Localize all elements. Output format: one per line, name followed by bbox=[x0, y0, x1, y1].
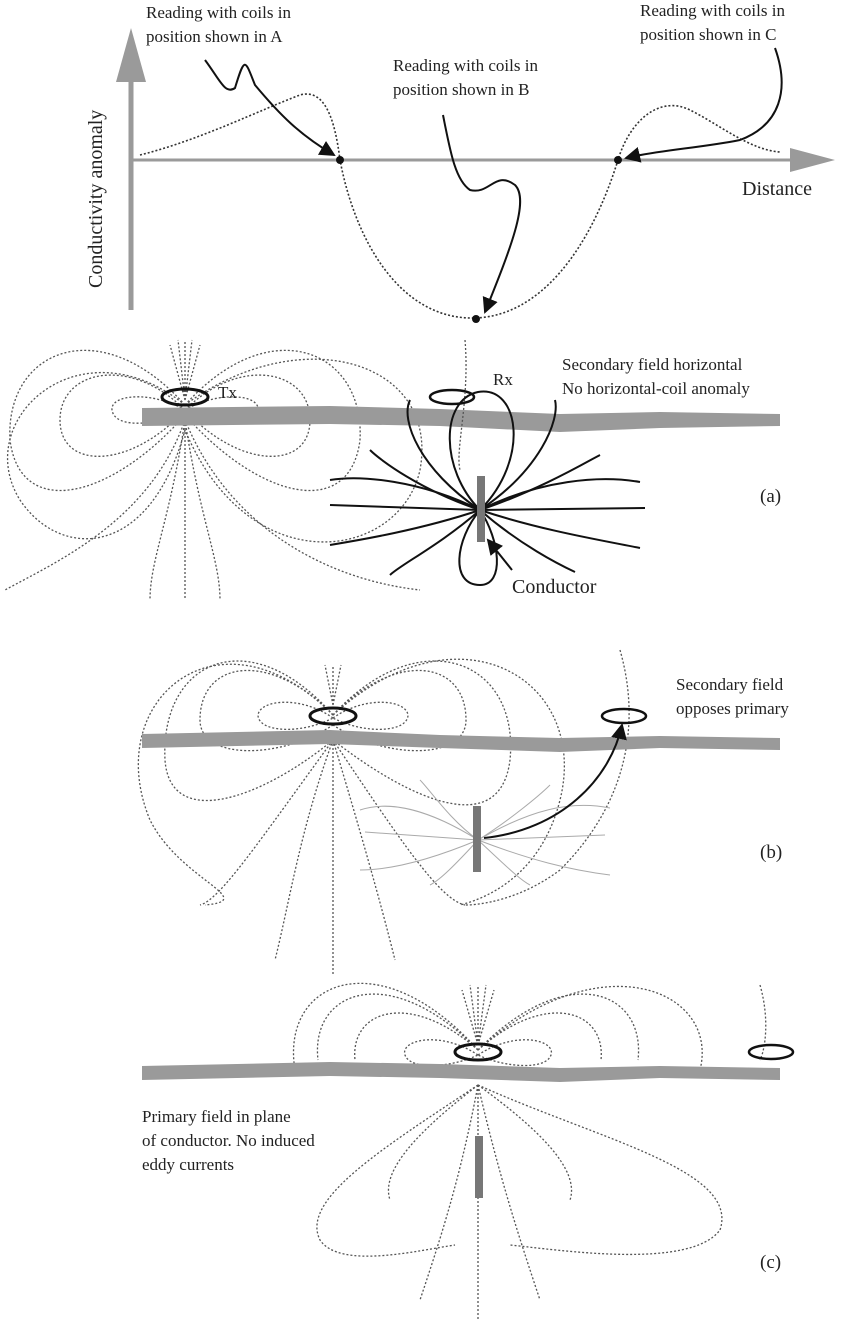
panel-a: Tx Rx Conductor Secondary field horizont… bbox=[4, 339, 781, 601]
rx-label: Rx bbox=[493, 370, 513, 389]
panel-a-note-line2: No horizontal-coil anomaly bbox=[562, 379, 750, 398]
reading-point-c bbox=[614, 156, 622, 164]
tx-coil-b bbox=[308, 706, 358, 726]
secondary-field-arrow-b bbox=[483, 723, 627, 839]
panel-a-note-line1: Secondary field horizontal bbox=[562, 355, 743, 374]
panel-b-note-line2: opposes primary bbox=[676, 699, 789, 718]
secondary-field-lines-a bbox=[329, 390, 646, 587]
panel-a-label: (a) bbox=[760, 486, 781, 507]
conductor-pointer-a bbox=[486, 538, 513, 571]
ground-surface-c bbox=[142, 1062, 780, 1082]
rx-coil-c bbox=[747, 1043, 795, 1061]
anomaly-graph: Conductivity anomaly Distance Reading wi… bbox=[85, 1, 835, 323]
panel-c-note-line2: of conductor. No induced bbox=[142, 1131, 315, 1150]
primary-field-lines-b bbox=[137, 649, 630, 975]
anomaly-curve bbox=[139, 93, 781, 319]
panel-c-note-line3: eddy currents bbox=[142, 1155, 234, 1174]
panel-c-note-line1: Primary field in plane bbox=[142, 1107, 291, 1126]
callout-b-line1: Reading with coils in bbox=[393, 56, 538, 75]
callout-a-line2: position shown in A bbox=[146, 27, 283, 46]
callout-a-arrow bbox=[204, 59, 336, 157]
tx-coil-a bbox=[160, 387, 210, 407]
panel-c-label: (c) bbox=[760, 1252, 781, 1273]
rx-coil-b bbox=[600, 707, 648, 725]
x-axis-arrowhead bbox=[790, 148, 835, 172]
conductor-c bbox=[475, 1136, 483, 1198]
panel-b-note-line1: Secondary field bbox=[676, 675, 784, 694]
conductor-b bbox=[473, 806, 481, 872]
callout-b-arrow bbox=[442, 114, 522, 314]
secondary-field-lines-b bbox=[359, 779, 611, 886]
reading-point-b bbox=[472, 315, 480, 323]
callout-c-arrow bbox=[624, 47, 783, 163]
primary-field-lines-a bbox=[4, 339, 423, 601]
y-axis-arrowhead bbox=[116, 28, 146, 82]
x-axis-label: Distance bbox=[742, 178, 812, 200]
tx-label: Tx bbox=[218, 383, 237, 402]
conductor-a bbox=[477, 476, 485, 542]
ground-surface-a bbox=[142, 406, 780, 432]
callout-c-line2: position shown in C bbox=[640, 25, 777, 44]
y-axis-label: Conductivity anomaly bbox=[85, 110, 107, 288]
tx-coil-c bbox=[453, 1042, 503, 1062]
reading-point-a bbox=[336, 156, 344, 164]
ground-surface-b bbox=[142, 730, 780, 752]
conductor-label: Conductor bbox=[512, 576, 597, 598]
panel-c: Primary field in plane of conductor. No … bbox=[142, 982, 795, 1320]
primary-field-lines-c bbox=[292, 982, 767, 1320]
callout-a-line1: Reading with coils in bbox=[146, 3, 291, 22]
panel-b: Secondary field opposes primary (b) bbox=[137, 649, 789, 975]
panel-b-label: (b) bbox=[760, 842, 782, 863]
callout-c-line1: Reading with coils in bbox=[640, 1, 785, 20]
rx-coil-a bbox=[428, 388, 476, 406]
callout-b-line2: position shown in B bbox=[393, 80, 530, 99]
